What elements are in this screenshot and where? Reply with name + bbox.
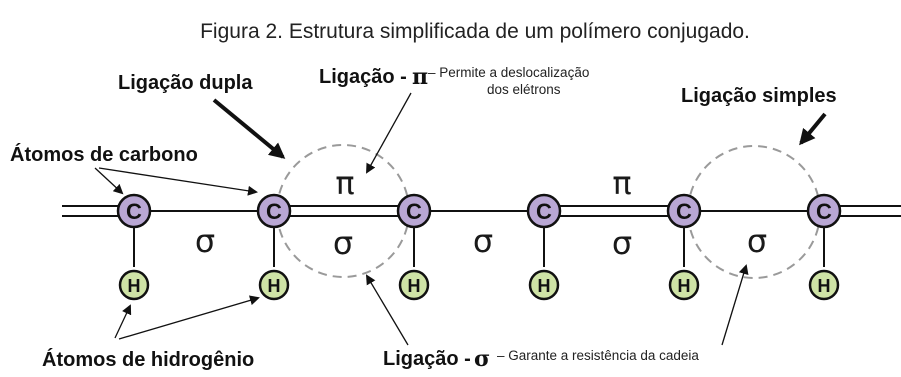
c-h-bonds — [133, 228, 825, 267]
carbon-atom: C — [256, 193, 292, 229]
single-bond-label: Ligação simples — [681, 85, 837, 107]
hydrogen-atom: H — [528, 269, 560, 301]
pi-bond-label-symbol: π — [412, 64, 428, 90]
sigma-bond-annotation: Ligação - σ – Garante a resistência da c… — [383, 346, 699, 372]
carbon-arrow — [98, 167, 258, 196]
pi-bond-arrow — [366, 92, 412, 174]
hydrogen-atom: H — [258, 269, 290, 301]
carbon-letter: C — [266, 199, 282, 224]
hydrogen-letter: H — [538, 276, 551, 296]
hydrogen-arrow — [114, 304, 132, 339]
pi-symbol: π — [612, 164, 631, 202]
sigma-symbol: σ — [333, 224, 353, 262]
hydrogen-letter: H — [818, 276, 831, 296]
carbon-letter: C — [406, 199, 422, 224]
sigma-symbol: σ — [195, 222, 215, 260]
bond-symbols: σ σ σ σ σ π π — [195, 164, 767, 262]
sigma-arrow — [721, 264, 749, 346]
sigma-bond-desc: – Garante a resistência da cadeia — [497, 348, 699, 363]
carbon-atoms-label: Átomos de carbono — [10, 143, 198, 166]
pi-bond-label: Ligação - — [319, 66, 407, 88]
pi-symbol: π — [335, 164, 354, 202]
pi-bond-desc-line2: dos elétrons — [487, 82, 561, 97]
hydrogen-atoms: H H H H H H — [118, 269, 840, 301]
sigma-bond-label: Ligação - — [383, 348, 471, 370]
sigma-symbol: σ — [612, 224, 632, 262]
hydrogen-atom: H — [118, 269, 150, 301]
carbon-atom: C — [666, 193, 702, 229]
carbon-letter: C — [816, 199, 832, 224]
carbon-letter: C — [536, 199, 552, 224]
carbon-arrow — [94, 167, 124, 195]
sigma-bond-label-symbol: σ — [474, 346, 490, 372]
pi-bond-annotation: Ligação - π – Permite a deslocalização d… — [319, 64, 589, 97]
annotation-arrows — [94, 92, 827, 346]
sigma-symbol: σ — [473, 222, 493, 260]
carbon-atom: C — [396, 193, 432, 229]
carbon-atoms: C C C C C C — [116, 193, 842, 229]
sigma-arrow — [365, 274, 409, 346]
carbon-atom: C — [806, 193, 842, 229]
hydrogen-letter: H — [678, 276, 691, 296]
sigma-symbol: σ — [747, 222, 767, 260]
hydrogen-atom: H — [808, 269, 840, 301]
backbone-bonds — [62, 205, 901, 217]
carbon-atom: C — [526, 193, 562, 229]
pi-bond-desc-line1: – Permite a deslocalização — [428, 65, 589, 80]
double-bond-arrow — [212, 98, 286, 159]
single-bond-arrow — [799, 112, 827, 146]
carbon-letter: C — [676, 199, 692, 224]
hydrogen-atoms-label: Átomos de hidrogênio — [42, 348, 254, 371]
hydrogen-letter: H — [268, 276, 281, 296]
hydrogen-atom: H — [668, 269, 700, 301]
hydrogen-atom: H — [398, 269, 430, 301]
carbon-atom: C — [116, 193, 152, 229]
carbon-letter: C — [126, 199, 142, 224]
hydrogen-letter: H — [128, 276, 141, 296]
hydrogen-letter: H — [408, 276, 421, 296]
hydrogen-arrow — [118, 295, 260, 340]
double-bond-label: Ligação dupla — [118, 72, 253, 94]
figure-title: Figura 2. Estrutura simplificada de um p… — [200, 20, 750, 43]
